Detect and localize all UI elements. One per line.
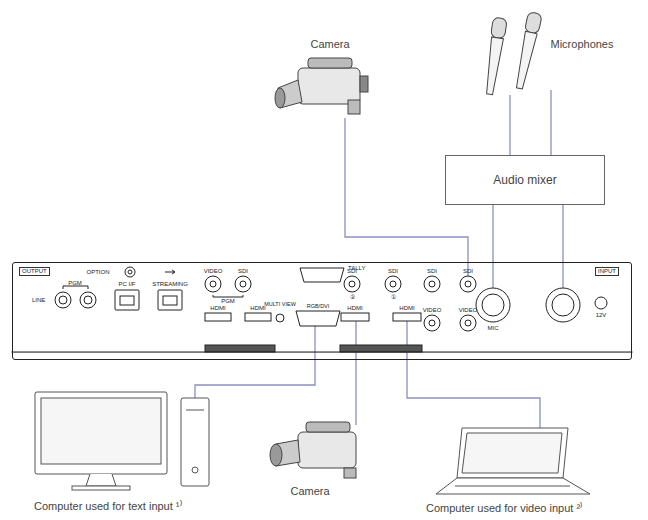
- cable: [492, 205, 493, 262]
- port-label: MULTI VIEW: [264, 301, 296, 308]
- caption-label: Camera: [310, 38, 349, 51]
- port-label: 12V: [596, 312, 607, 319]
- cable: [562, 205, 563, 262]
- port-label: PGM: [221, 298, 235, 305]
- port-label: ②: [350, 294, 355, 301]
- port-label: OPTION: [86, 269, 109, 276]
- port-label: SDI: [388, 268, 398, 275]
- port-label: PGM: [68, 280, 82, 287]
- cable: [195, 90, 551, 428]
- port-label: SDI: [463, 268, 473, 275]
- port-label: HDMI: [347, 305, 362, 312]
- port-label: SDI: [347, 268, 357, 275]
- panel-tag: OUTPUT: [19, 267, 50, 276]
- cable: [493, 262, 563, 288]
- laptop: [436, 428, 590, 494]
- port-label: LINE: [32, 297, 45, 304]
- caption-label: Microphones: [551, 38, 614, 51]
- camera-icon: [270, 422, 356, 478]
- microphone-icon: [483, 12, 543, 96]
- port-label: VIDEO: [204, 268, 223, 275]
- port-label: SDI: [238, 268, 248, 275]
- rear-panel: OUTPUT INPUT: [12, 262, 632, 360]
- port-label: HDMI: [210, 305, 225, 312]
- caption-label: Camera: [290, 485, 329, 498]
- caption-label: Computer used for video input ²⁾: [426, 502, 582, 515]
- port-label: VIDEO: [459, 307, 478, 314]
- port-label: VIDEO: [423, 307, 442, 314]
- audio-mixer-box: Audio mixer: [445, 155, 605, 205]
- port-label: STREAMING: [152, 281, 188, 288]
- desktop-computer: [35, 392, 209, 490]
- connector: [12, 267, 632, 352]
- port-label: RGB/DVI: [307, 303, 330, 310]
- port-label: MIC: [488, 325, 499, 332]
- port-label: SDI: [427, 268, 437, 275]
- panel-tag: INPUT: [595, 267, 619, 276]
- caption-label: Computer used for text input ¹⁾: [34, 500, 182, 513]
- port-label: PC I/F: [118, 281, 135, 288]
- port-label: HDMI: [399, 305, 414, 312]
- port-label: HDMI: [250, 305, 265, 312]
- box-label: Audio mixer: [493, 173, 556, 187]
- camera-icon: [275, 58, 368, 114]
- port-label: ①: [391, 294, 396, 301]
